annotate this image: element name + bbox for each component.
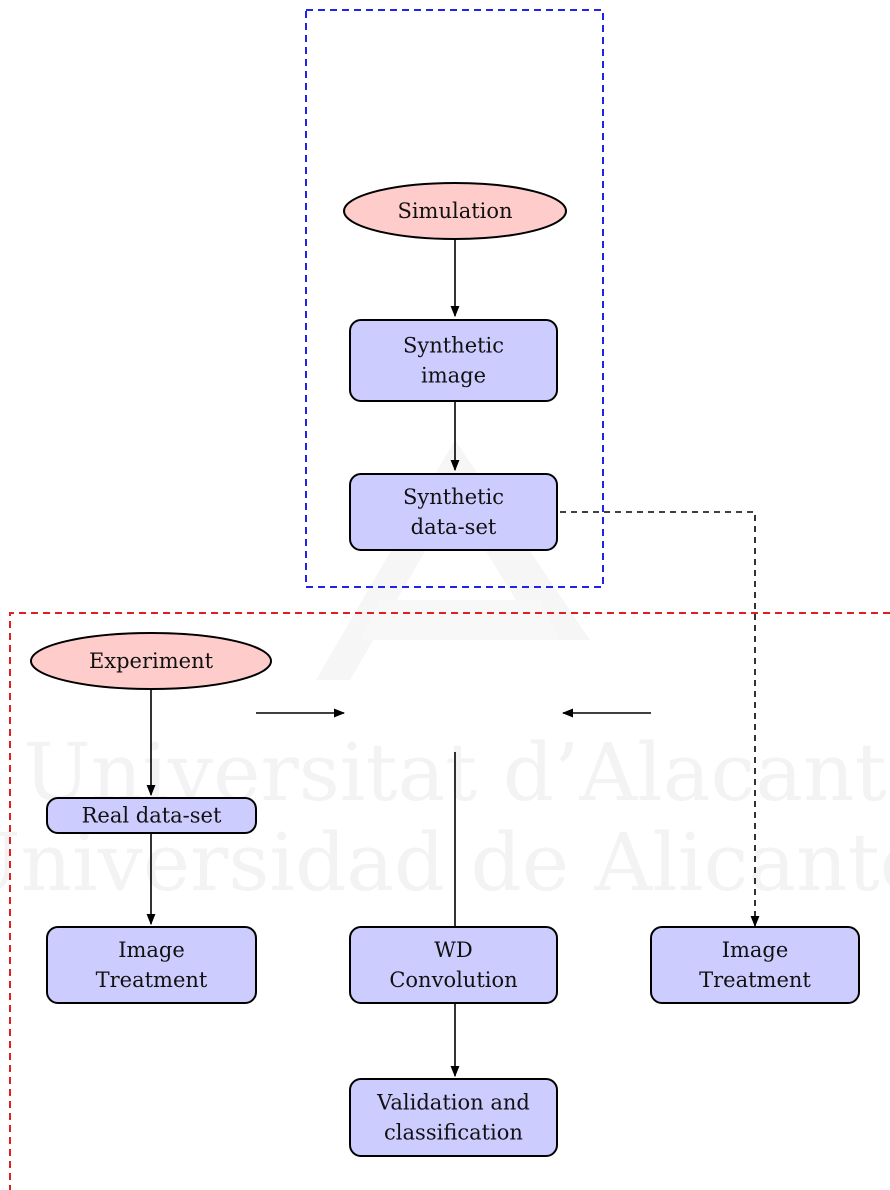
node-experiment-label-1: Experiment bbox=[89, 649, 214, 673]
node-simulation-label-1: Simulation bbox=[397, 199, 512, 223]
diagram-nodes: SimulationSyntheticimageSyntheticdata-se… bbox=[30, 182, 860, 1157]
node-wd-convolution-label-1: WD bbox=[434, 938, 472, 962]
simulation-group-frame bbox=[305, 9, 604, 588]
node-real-dataset: Real data-set bbox=[46, 797, 257, 834]
node-synthetic-dataset-shape bbox=[349, 473, 558, 551]
node-validation-label-1: Validation and bbox=[376, 1091, 530, 1115]
university-logo-watermark bbox=[316, 440, 590, 680]
node-validation-label-2: classification bbox=[384, 1121, 523, 1145]
node-experiment-shape bbox=[30, 632, 272, 690]
node-image-treatment-left-label-2: Treatment bbox=[96, 968, 208, 992]
node-validation-shape bbox=[349, 1078, 558, 1157]
node-experiment: Experiment bbox=[30, 632, 272, 690]
node-real-dataset-label-1: Real data-set bbox=[82, 804, 222, 828]
node-image-treatment-right-shape bbox=[650, 926, 860, 1004]
node-real-dataset-shape bbox=[46, 797, 257, 834]
node-wd-convolution-label-2: Convolution bbox=[389, 968, 517, 992]
node-synthetic-image-label-1: Synthetic bbox=[403, 334, 504, 358]
node-validation: Validation and classification bbox=[349, 1078, 558, 1157]
node-image-treatment-left-label-1: Image bbox=[118, 938, 185, 962]
node-synthetic-dataset: Synthetic data-set bbox=[349, 473, 558, 551]
node-synthetic-dataset-label-2: data-set bbox=[411, 515, 497, 539]
experiment-group-frame bbox=[9, 612, 890, 1190]
node-wd-convolution: WD Convolution bbox=[349, 926, 558, 1004]
node-image-treatment-left-shape bbox=[46, 926, 257, 1004]
node-synthetic-dataset-label-1: Synthetic bbox=[403, 485, 504, 509]
node-synthetic-image: Synthetic image bbox=[349, 319, 558, 402]
node-simulation: Simulation bbox=[343, 182, 567, 240]
node-wd-convolution-shape bbox=[349, 926, 558, 1004]
node-image-treatment-right-label-2: Treatment bbox=[699, 968, 811, 992]
node-synthetic-image-shape bbox=[349, 319, 558, 402]
node-synthetic-image-label-2: image bbox=[421, 364, 486, 388]
node-simulation-shape bbox=[343, 182, 567, 240]
node-image-treatment-right-label-1: Image bbox=[722, 938, 789, 962]
